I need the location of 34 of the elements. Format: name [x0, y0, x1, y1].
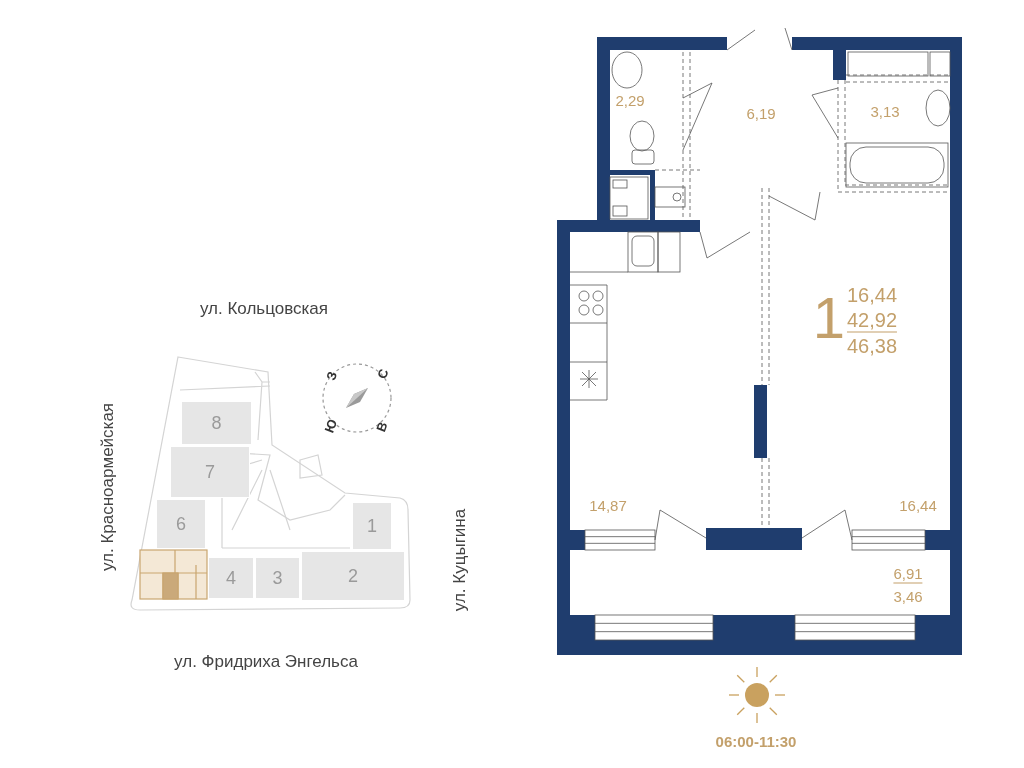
street-name: ул. Кольцовская	[199, 298, 329, 321]
building-block	[156, 499, 206, 549]
area-total: 46,38	[846, 334, 898, 358]
compass-letter: Ю	[320, 416, 342, 436]
compass-letter: З	[322, 368, 342, 384]
room-area: 3,46	[893, 585, 923, 609]
room-area: 6,91	[893, 564, 923, 584]
area-total: 42,92	[846, 307, 898, 333]
room-count: 1	[812, 289, 846, 347]
room-area: 16,44	[899, 494, 937, 518]
building-number: 3	[272, 566, 283, 590]
building-block	[208, 557, 254, 599]
area-total: 16,44	[846, 283, 898, 307]
sunlight-hours: 06:00-11:30	[715, 731, 797, 752]
street-name: ул. Куцыгина	[449, 508, 471, 612]
street-name: ул. Фридриха Энгельса	[174, 651, 358, 674]
building-block	[255, 557, 300, 599]
room-area: 14,87	[589, 494, 627, 518]
building-block	[170, 446, 250, 498]
building-number: 6	[176, 512, 186, 536]
room-area: 2,29	[615, 89, 645, 113]
compass-letter: В	[372, 419, 392, 435]
building-number: 4	[226, 566, 236, 590]
building-number: 2	[348, 564, 358, 588]
building-number: 8	[211, 411, 222, 435]
building-block	[352, 502, 392, 550]
building-number: 1	[367, 514, 377, 538]
compass-letter: С	[373, 366, 393, 382]
room-area: 3,13	[870, 100, 900, 124]
room-area: 6,19	[746, 102, 776, 126]
street-name: ул. Красноармейская	[97, 402, 119, 572]
building-number: 7	[205, 460, 215, 484]
building-block	[181, 401, 252, 445]
building-block	[301, 551, 405, 601]
